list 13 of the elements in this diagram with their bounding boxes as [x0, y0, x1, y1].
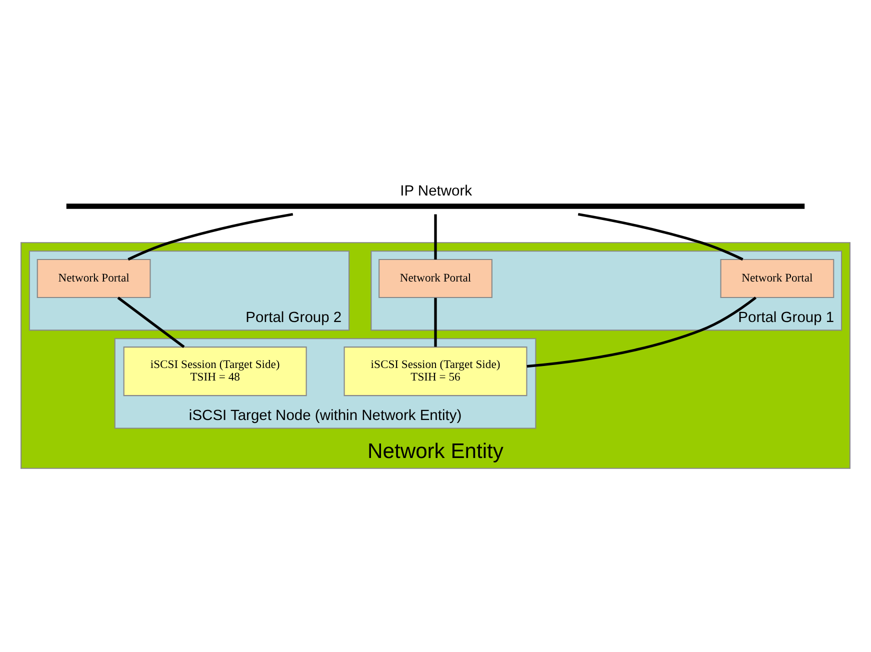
connector	[128, 212, 294, 260]
connector	[526, 296, 756, 368]
node-box	[66, 203, 805, 208]
connector	[117, 296, 185, 348]
connector	[434, 214, 437, 259]
node-box: Network Portal	[378, 258, 492, 298]
connector	[578, 212, 744, 260]
node-box: iSCSI Session (Target Side) TSIH = 48	[123, 346, 307, 396]
node-label: IP Network	[400, 182, 472, 199]
node-box: Network Portal	[720, 258, 834, 298]
node-box: Network Portal	[36, 258, 151, 298]
node-box: iSCSI Session (Target Side) TSIH = 56	[344, 346, 528, 396]
connector	[434, 297, 437, 346]
